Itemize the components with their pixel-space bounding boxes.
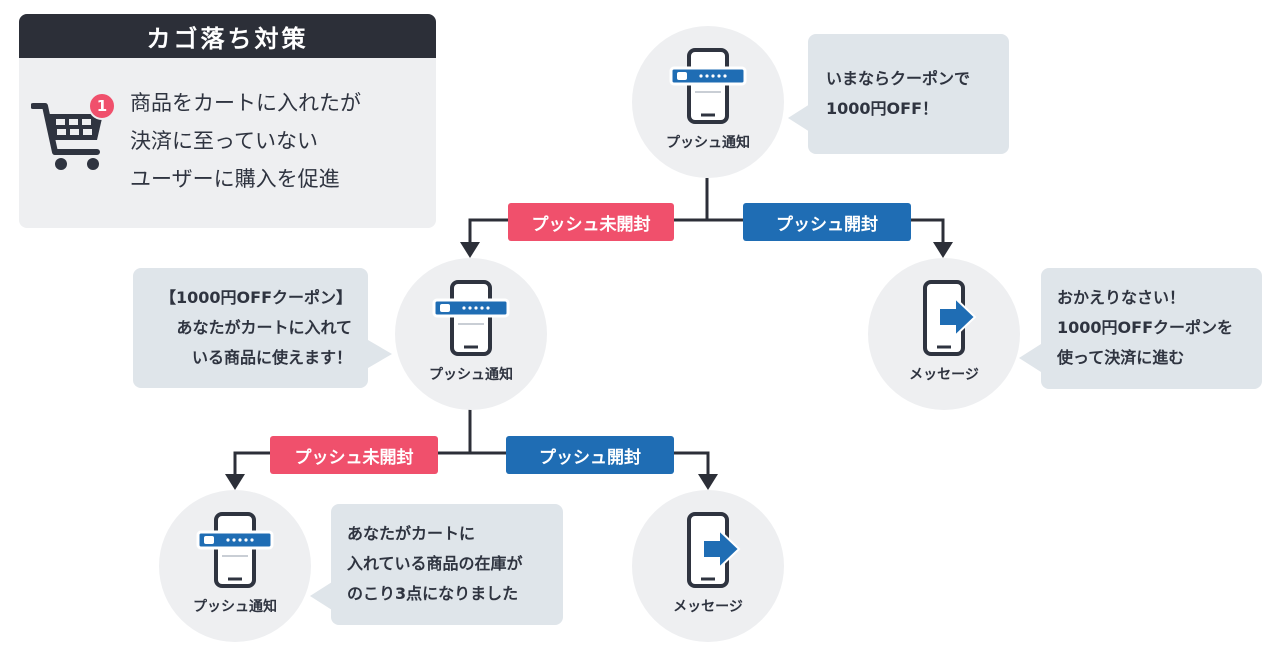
- push-notification-node-1: プッシュ通知: [632, 26, 784, 178]
- push-notification-node-2: プッシュ通知: [395, 258, 547, 410]
- branch-opened-2: プッシュ開封: [506, 436, 674, 474]
- speech-bubble-4: あなたがカートに 入れている商品の在庫が のこり3点になりました: [331, 504, 563, 625]
- phone-notification-icon: [669, 48, 747, 124]
- branch-unopened-1: プッシュ未開封: [508, 203, 674, 241]
- speech-bubble-1: いまならクーポンで 1000円OFF！: [808, 34, 1009, 154]
- phone-notification-icon: [432, 280, 510, 356]
- phone-message-icon: [923, 280, 977, 356]
- card-description: 商品をカートに入れたが 決済に至っていない ユーザーに購入を促進: [130, 91, 361, 191]
- speech-bubble-3: おかえりなさい！ 1000円OFFクーポンを 使って決済に進む: [1041, 268, 1262, 389]
- bubble-tail: [310, 582, 332, 610]
- card-title: カゴ落ち対策: [19, 14, 436, 58]
- message-node-2: メッセージ: [632, 490, 784, 642]
- bubble-tail: [788, 104, 810, 132]
- branch-unopened-2: プッシュ未開封: [270, 436, 438, 474]
- cart-abandonment-card: カゴ落ち対策 1 商品をカートに入れたが 決済に至っていない ユーザーに購入を促…: [19, 14, 436, 228]
- node-label: メッセージ: [673, 599, 743, 615]
- branch-opened-1: プッシュ開封: [743, 203, 911, 241]
- shopping-cart-icon: [31, 103, 103, 170]
- bubble-tail: [368, 340, 392, 368]
- bubble-tail: [1019, 344, 1041, 372]
- node-label: プッシュ通知: [193, 599, 277, 615]
- node-label: メッセージ: [909, 367, 979, 383]
- speech-bubble-2: 【1000円OFFクーポン】 あなたがカートに入れて いる商品に使えます！: [133, 268, 368, 388]
- cart-badge: 1: [88, 92, 116, 120]
- node-label: プッシュ通知: [666, 135, 750, 151]
- node-label: プッシュ通知: [429, 367, 513, 383]
- phone-notification-icon: [196, 512, 274, 588]
- cart-badge-count: 1: [96, 97, 108, 115]
- push-notification-node-3: プッシュ通知: [159, 490, 311, 642]
- phone-message-icon: [687, 512, 741, 588]
- message-node-1: メッセージ: [868, 258, 1020, 410]
